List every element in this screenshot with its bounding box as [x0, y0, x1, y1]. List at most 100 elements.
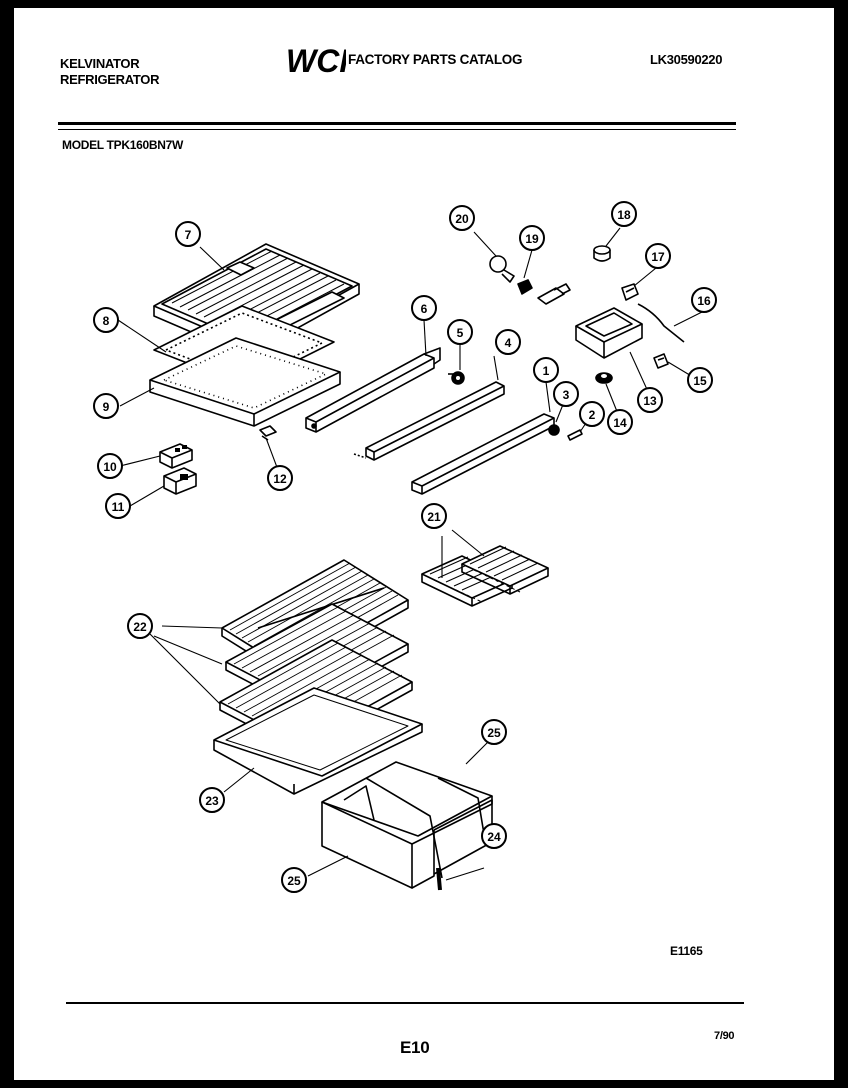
callout-number: 25	[487, 726, 501, 740]
callout-circle	[495, 329, 521, 355]
callout-number: 22	[133, 620, 147, 634]
model-label: MODEL TPK160BN7W	[62, 138, 184, 152]
part-light-bulb-20	[489, 255, 515, 283]
callout-number: 7	[185, 228, 192, 242]
page-number: E10	[400, 1038, 430, 1057]
part-clip-17	[621, 283, 639, 301]
callout-14: 14	[607, 409, 633, 435]
callout-9: 9	[93, 393, 119, 419]
callout-circle	[533, 357, 559, 383]
callout-23: 23	[199, 787, 225, 813]
callout-1: 1	[533, 357, 559, 383]
catalog-number: LK30590220	[650, 52, 723, 67]
exploded-parts-diagram: 1234567891011121314151617181920212223242…	[93, 201, 717, 893]
callout-circle	[105, 493, 131, 519]
callout-25: 25	[481, 719, 507, 745]
callout-4: 4	[495, 329, 521, 355]
callout-number: 20	[455, 212, 469, 226]
header-rule-thin	[58, 129, 736, 130]
callout-20: 20	[449, 205, 475, 231]
wci-logo: WCI	[286, 44, 346, 76]
callout-circle	[611, 201, 637, 227]
part-bracket-10	[159, 443, 193, 469]
callout-circle	[481, 719, 507, 745]
callout-number: 12	[273, 472, 287, 486]
part-crisper-drawer-25	[321, 761, 493, 889]
callout-10: 10	[97, 453, 123, 479]
figure-id: E1165	[670, 944, 703, 958]
part-control-knob-18	[593, 245, 611, 262]
callout-number: 19	[525, 232, 539, 246]
callout-circle	[607, 409, 633, 435]
callout-25: 25	[281, 867, 307, 893]
part-support-rail-4	[353, 381, 505, 461]
callout-number: 17	[651, 250, 665, 264]
callout-circle	[637, 387, 663, 413]
callout-number: 10	[103, 460, 117, 474]
callout-number: 18	[617, 208, 631, 222]
callout-16: 16	[691, 287, 717, 313]
callout-5: 5	[447, 319, 473, 345]
callout-22: 22	[127, 613, 153, 639]
callout-circle	[579, 401, 605, 427]
callout-11: 11	[105, 493, 131, 519]
callout-number: 13	[643, 394, 657, 408]
callout-circle	[411, 295, 437, 321]
callout-circle	[281, 867, 307, 893]
callout-circle	[449, 205, 475, 231]
part-bracket-11	[163, 467, 197, 495]
callout-circle	[175, 221, 201, 247]
callout-12: 12	[267, 465, 293, 491]
part-shelf-frame-9	[149, 337, 341, 427]
callout-7: 7	[175, 221, 201, 247]
part-clip-15	[653, 353, 669, 369]
callout-21: 21	[421, 503, 447, 529]
callout-19: 19	[519, 225, 545, 251]
part-dial-14	[595, 372, 613, 384]
brand-name: KELVINATOR	[60, 56, 140, 71]
part-screw-12	[259, 425, 277, 441]
part-grommet-3	[548, 424, 560, 436]
part-control-housing-13	[575, 307, 643, 359]
callout-3: 3	[553, 381, 579, 407]
callout-number: 15	[693, 374, 707, 388]
logo-lettering: WCI	[286, 44, 346, 76]
callout-circle	[199, 787, 225, 813]
callout-circle	[687, 367, 713, 393]
catalog-page: KELVINATOR REFRIGERATOR WCI FACTORY PART…	[14, 8, 834, 1080]
callout-number: 25	[287, 874, 301, 888]
part-screw-2	[567, 429, 583, 441]
footer-rule	[66, 1002, 744, 1004]
part-rail-6	[305, 347, 441, 433]
callout-number: 1	[543, 364, 550, 378]
part-connector	[537, 283, 571, 305]
callout-circle	[93, 393, 119, 419]
callout-number: 5	[457, 326, 464, 340]
callout-circle	[553, 381, 579, 407]
callout-circle	[691, 287, 717, 313]
part-crisper-cover-23	[213, 687, 423, 795]
catalog-title: FACTORY PARTS CATALOG	[348, 52, 523, 67]
callout-number: 3	[563, 388, 570, 402]
callout-circle	[645, 243, 671, 269]
callout-24: 24	[481, 823, 507, 849]
callout-number: 16	[697, 294, 711, 308]
product-type: REFRIGERATOR	[60, 72, 160, 87]
part-divider-24	[436, 867, 442, 891]
callout-8: 8	[93, 307, 119, 333]
leader-lines	[117, 227, 703, 881]
callout-circle	[93, 307, 119, 333]
callout-number: 6	[421, 302, 428, 316]
callout-17: 17	[645, 243, 671, 269]
callout-number: 9	[103, 400, 110, 414]
callout-number: 2	[589, 408, 596, 422]
callout-number: 8	[103, 314, 110, 328]
callout-circle	[97, 453, 123, 479]
callout-circle	[267, 465, 293, 491]
callout-circle	[447, 319, 473, 345]
callout-number: 21	[427, 510, 441, 524]
part-grommet-5	[448, 371, 465, 385]
callout-number: 24	[487, 830, 501, 844]
catalog-date: 7/90	[714, 1030, 735, 1042]
callout-18: 18	[611, 201, 637, 227]
